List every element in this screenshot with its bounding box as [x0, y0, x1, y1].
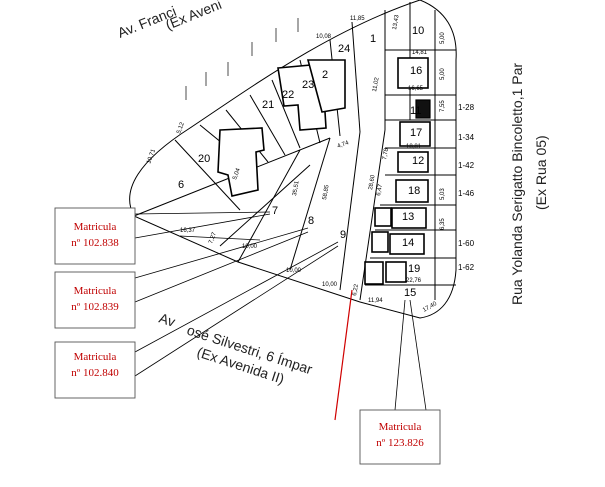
street-right-sub: (Ex Rua 05) — [533, 135, 549, 210]
matricula-box-1: Matricula nº 102.838 — [54, 207, 136, 265]
block-outline — [129, 0, 457, 319]
matricula-label: Matricula — [74, 351, 117, 363]
lot-12: 12 — [412, 155, 424, 167]
measure: 18,81 — [406, 144, 422, 150]
measure: 11,94 — [368, 298, 383, 304]
measure: 5,04 — [232, 167, 242, 181]
matricula-box-2: Matricula nº 102.839 — [54, 271, 136, 329]
house-number: 1-60 — [458, 239, 475, 248]
measure: 5,00 — [440, 32, 446, 44]
house-number: 1-46 — [458, 189, 475, 198]
lot-markers — [185, 18, 299, 100]
measure: 11,85 — [350, 16, 365, 22]
matricula-number: nº 123.826 — [376, 437, 424, 449]
lot-15: 15 — [404, 287, 416, 299]
measure: 22,76 — [406, 278, 422, 284]
measure: 16,37 — [180, 228, 196, 234]
measure: 5,00 — [440, 68, 446, 80]
lot-14: 14 — [402, 237, 414, 249]
measure: 7,27 — [208, 231, 218, 245]
measure: 14,81 — [412, 50, 428, 56]
house-number: 1-28 — [458, 103, 475, 112]
measurements: 11,85 10,08 14,81 13,43 11,02 16,65 18,8… — [146, 14, 446, 314]
measure: 28,60 — [368, 174, 377, 190]
house-number: 1-62 — [458, 263, 475, 272]
lot-lines — [133, 2, 411, 301]
matricula-number: nº 102.839 — [71, 301, 119, 313]
lot-17: 17 — [410, 127, 422, 139]
matricula-number: nº 102.840 — [71, 367, 119, 379]
measure: 10,00 — [242, 244, 258, 250]
lot-1: 1 — [370, 33, 376, 45]
buildings — [217, 57, 431, 285]
matricula-label: Matricula — [379, 421, 422, 433]
measure: 10,00 — [322, 282, 338, 288]
lot-6: 6 — [178, 179, 184, 191]
lot-19: 19 — [408, 263, 420, 275]
lot-9: 9 — [340, 229, 346, 241]
lot-7: 7 — [272, 205, 278, 217]
measure: 4,74 — [337, 140, 351, 150]
measure: 11,02 — [372, 76, 381, 92]
lot-numbers: 1 2 6 7 8 9 10 11 12 13 14 15 16 17 18 1… — [178, 25, 424, 299]
measure: 6,35 — [440, 218, 446, 230]
matricula-number: nº 102.838 — [71, 237, 119, 249]
measure: 13,43 — [392, 14, 401, 30]
measure: 7,55 — [440, 100, 446, 112]
lot-2: 2 — [322, 69, 328, 81]
section-cut-line — [334, 289, 353, 421]
measure: 35,51 — [292, 180, 301, 196]
leader-lines — [134, 211, 427, 411]
right-column-lines — [365, 10, 456, 300]
measure: 10,00 — [286, 268, 302, 274]
measure: 7,78 — [382, 147, 390, 160]
measure: 58,85 — [322, 184, 331, 200]
lot-8: 8 — [308, 215, 314, 227]
lot-16: 16 — [410, 65, 422, 77]
matricula-box-4: Matricula nº 123.826 — [359, 409, 441, 465]
lot-11: 11 — [410, 105, 421, 117]
matricula-label: Matricula — [74, 285, 117, 297]
house-number: 1-34 — [458, 133, 475, 142]
lot-10: 10 — [412, 25, 424, 37]
measure: 5,03 — [440, 188, 446, 200]
matricula-label: Matricula — [74, 221, 117, 233]
lot-24: 24 — [338, 43, 350, 55]
measure: 10,08 — [316, 34, 332, 40]
measure: 16,65 — [408, 86, 424, 92]
measure: 10,71 — [146, 148, 157, 165]
measure: 6,47 — [376, 183, 384, 196]
lot-20: 20 — [198, 153, 210, 165]
measure: 5,12 — [176, 121, 186, 135]
lot-23: 23 — [302, 79, 314, 91]
lot-21: 21 — [262, 99, 274, 111]
street-bottom-a: Av — [157, 310, 177, 330]
street-right: Rua Yolanda Serigatto Bincoletto,1 Par — [509, 63, 525, 305]
lot-18: 18 — [408, 185, 420, 197]
measure: 6,22 — [352, 283, 360, 296]
house-number: 1-42 — [458, 161, 475, 170]
house-numbers: 1-28 1-34 1-42 1-46 1-60 1-62 — [458, 103, 475, 272]
lot-13: 13 — [402, 211, 414, 223]
matricula-box-3: Matricula nº 102.840 — [54, 341, 136, 399]
lot-22: 22 — [282, 89, 294, 101]
